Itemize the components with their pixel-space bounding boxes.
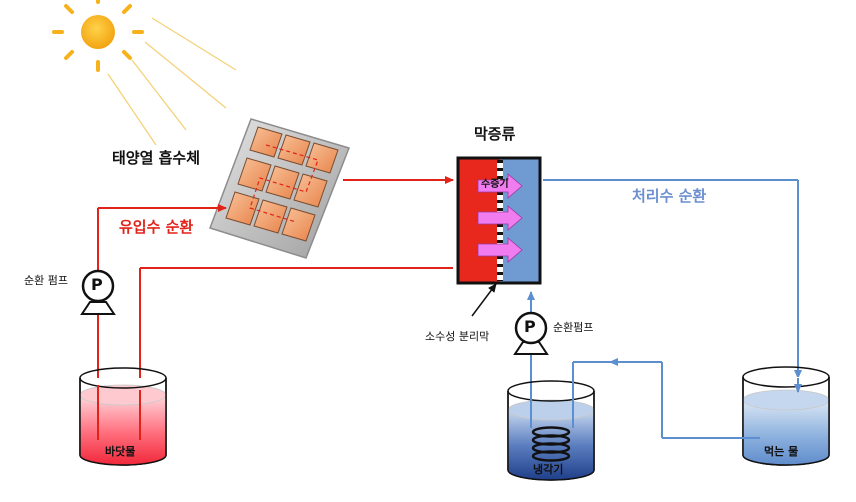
solar-absorber-label: 태양열 흡수체	[112, 149, 201, 167]
hydrophobic-membrane-label: 소수성 분리막	[425, 330, 490, 343]
circulation-pump-right	[513, 311, 549, 355]
seawater-tank	[79, 367, 167, 466]
membrane-distillation-module	[456, 156, 542, 285]
pump-left-symbol: P	[91, 275, 103, 294]
membrane-pointer-arrow	[471, 283, 497, 317]
drinking-water-tank	[742, 366, 830, 466]
pump-left-label: 순환 펌프	[24, 274, 68, 287]
treated-circulation-label: 처리수 순환	[632, 187, 707, 205]
sun-icon	[52, 0, 144, 72]
cooler-label: 냉각기	[533, 463, 564, 476]
vapor-label: 수증기	[481, 179, 509, 190]
solar-absorber-panel	[209, 118, 350, 259]
pump-right-label: 순환펌프	[553, 321, 594, 334]
circulation-pump-left	[80, 269, 116, 315]
sunlight-rays	[107, 17, 237, 146]
inflow-circulation-label: 유입수 순환	[119, 218, 194, 236]
drinking-water-label: 먹는 물	[764, 445, 799, 458]
treated-water-circulation-lines	[527, 179, 802, 439]
cooling-coil-icon	[531, 426, 571, 462]
seawater-label: 바닷물	[105, 445, 136, 458]
membrane-distillation-title: 막증류	[474, 125, 516, 143]
pump-right-symbol: P	[524, 317, 536, 336]
inflow-circulation-lines	[97, 176, 454, 391]
